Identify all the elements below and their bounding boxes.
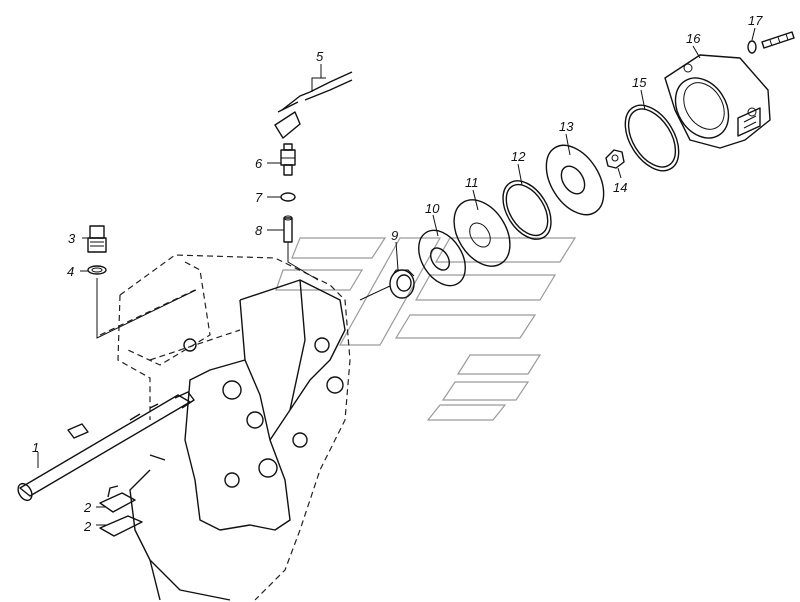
callout-3: 3 xyxy=(68,231,76,246)
callout-2a: 2 xyxy=(83,500,92,515)
plug-part-3 xyxy=(87,225,107,253)
pin-part-8 xyxy=(283,215,293,243)
callout-7: 7 xyxy=(255,190,263,205)
screw-part-17 xyxy=(747,31,795,54)
sensor-connector-part-5 xyxy=(274,71,353,139)
washer-part-4 xyxy=(87,265,107,275)
o-ring-part-7 xyxy=(280,192,296,202)
leader-lines xyxy=(37,27,756,526)
callout-5: 5 xyxy=(316,49,324,64)
callout-2b: 2 xyxy=(83,519,92,534)
callout-11: 11 xyxy=(465,175,479,190)
callout-6: 6 xyxy=(255,156,263,171)
callout-16: 16 xyxy=(686,31,701,46)
seal-ring-part-15 xyxy=(624,104,680,172)
gearbox-housing xyxy=(99,254,351,601)
shift-rail-part-1 xyxy=(17,391,195,502)
callout-13: 13 xyxy=(559,119,574,134)
callout-12: 12 xyxy=(511,149,526,164)
ring-part-12 xyxy=(502,180,552,240)
disc-part-10 xyxy=(418,229,466,287)
cylinder-cover-part-16 xyxy=(664,54,771,149)
callout-4: 4 xyxy=(67,264,74,279)
disc-part-11 xyxy=(453,199,511,267)
callout-9: 9 xyxy=(391,228,398,243)
disc-part-13 xyxy=(545,144,605,216)
watermark-logo xyxy=(275,237,577,421)
lock-plates-part-2 xyxy=(67,423,143,537)
callout-1: 1 xyxy=(32,440,39,455)
bushing-part-9 xyxy=(389,269,415,299)
callout-10: 10 xyxy=(425,201,440,216)
switch-part-6 xyxy=(280,143,296,176)
callout-labels: 1 2 2 3 4 5 6 7 8 9 10 11 12 13 14 15 16… xyxy=(32,13,763,534)
callout-14: 14 xyxy=(613,180,627,195)
nut-part-14 xyxy=(605,149,625,169)
callout-17: 17 xyxy=(748,13,763,28)
callout-15: 15 xyxy=(632,75,647,90)
callout-8: 8 xyxy=(255,223,263,238)
